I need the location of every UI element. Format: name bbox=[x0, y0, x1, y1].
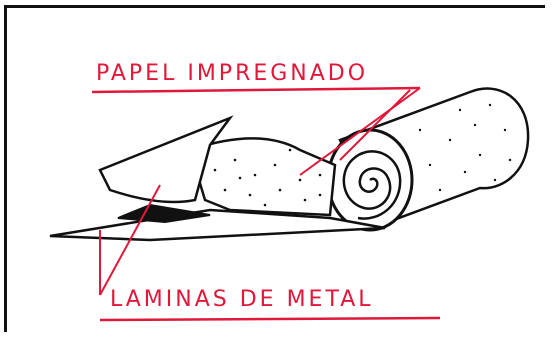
leader-paper-1 bbox=[299, 87, 421, 176]
label-laminas-de-metal: LAMINAS DE METAL bbox=[110, 287, 374, 312]
roll-stipple bbox=[418, 103, 512, 192]
leader-paper-2 bbox=[339, 89, 411, 161]
impregnated-paper bbox=[188, 137, 337, 217]
label-laminas-underline bbox=[99, 316, 441, 322]
paper-stipple bbox=[213, 148, 322, 207]
roll-spiral bbox=[342, 150, 402, 220]
leader-metal-2 bbox=[99, 184, 161, 296]
metal-foil-upper bbox=[98, 115, 234, 204]
label-papel-underline bbox=[91, 86, 421, 94]
label-papel-impregnado: PAPEL IMPREGNADO bbox=[96, 61, 368, 86]
